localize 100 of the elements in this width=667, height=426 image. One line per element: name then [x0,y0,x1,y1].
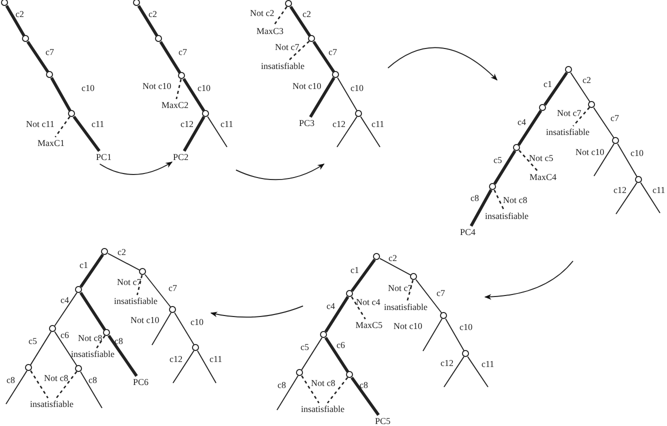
dashed-line [56,371,78,398]
edge-label: Not c8 [503,195,528,205]
decision-circle [332,71,340,78]
branch-line [616,182,638,214]
edge-label: c11 [210,354,222,364]
edge-label: Not c8 [44,373,68,383]
edge-label: c10 [190,317,204,327]
branch-line [144,274,172,308]
branch-line [422,318,442,352]
edge-label: Not c7 [557,108,582,118]
decision-circle [75,365,82,372]
edge-label: c2 [16,9,24,19]
edge-label: c12 [170,354,182,364]
branch-line [152,312,172,346]
branch-line [336,116,358,148]
result-text: insatisfiable [30,399,74,409]
branch-line [182,116,206,152]
decision-circle [25,364,32,372]
edge-label: c4 [60,295,69,305]
branch-line [30,331,52,366]
result-text: insatisfiable [261,61,304,71]
result-text: PC1 [96,152,112,162]
edge-label: c5 [494,155,502,165]
edge-label: c10 [350,83,364,93]
edge-label: Not c11 [26,119,54,129]
branch-line [493,150,516,185]
edge-label: c12 [440,358,454,368]
decision-circle [75,286,82,294]
result-text: MaxC2 [162,100,188,110]
branch-line [159,41,182,74]
edge-label: c8 [470,193,479,203]
branch-line [312,40,336,73]
decision-circle [440,312,448,320]
branch-line [444,356,464,388]
edge-label: c11 [372,119,384,129]
edge-label: Not c8 [78,333,102,343]
branch-line [79,292,106,331]
edge-label: c8 [88,375,97,385]
branch-line [54,292,78,326]
decision-circle [68,110,76,118]
decision-circle [565,66,572,74]
edge-label: c12 [332,119,346,129]
edge-label: c7 [328,47,337,57]
branch-line [107,252,140,271]
branch-line [108,334,138,377]
edge-label: Not c2 [250,8,274,18]
result-text: PC4 [460,227,476,237]
decision-circle [103,329,110,336]
branch-line [6,370,28,404]
branch-line [324,336,350,373]
branch-line [172,350,194,384]
branch-line [26,40,50,73]
edge-label: Not c8 [311,378,336,388]
decision-circle [355,110,362,118]
edge-label: c2 [388,253,397,263]
edge-label: c2 [302,9,311,19]
decision-circle [539,104,546,112]
result-text: insatisfiable [114,296,158,306]
dashed-line [176,79,182,100]
branch-line [197,350,216,384]
decision-circle [285,0,292,8]
decision-circle [192,344,200,352]
branch-line [379,258,412,276]
dashed-line [136,275,143,296]
decision-circle [46,71,54,78]
result-text: PC2 [173,152,189,162]
edge-label: c5 [28,336,37,346]
decision-circle [22,35,30,42]
edge-label: c8 [360,380,368,390]
edge-label: c1 [544,79,552,89]
decision-circle [308,35,316,42]
decision-circle [513,144,520,152]
transition-arrow [99,162,173,175]
edge-label: c4 [518,117,526,127]
decision-circle [139,268,146,276]
result-text: MaxC1 [38,138,64,148]
edge-label: c10 [82,83,94,93]
branch-line [182,78,206,112]
edge-label: c2 [118,247,126,257]
edge-label: c7 [178,47,187,57]
branch-line [301,337,322,370]
branch-line [80,254,104,288]
dashed-line [518,150,538,172]
decision-circle [410,273,418,280]
edge-label: c8 [6,375,15,385]
branch-line [80,371,102,408]
branch-line [593,107,614,138]
edge-label: c12 [180,119,194,129]
edge-label: Not c7 [275,42,300,52]
edge-label: c12 [614,185,626,195]
branch-line [617,143,638,178]
edge-label: Not c10 [142,81,172,91]
result-text: insatisfiable [71,349,114,359]
decision-circle [612,137,620,144]
result-text: MaxC5 [356,320,382,330]
edge-label: Not c4 [356,297,380,307]
edge-label: c1 [80,260,88,270]
dashed-line [494,190,505,210]
decision-circle [635,176,642,184]
branch-line [640,182,660,214]
